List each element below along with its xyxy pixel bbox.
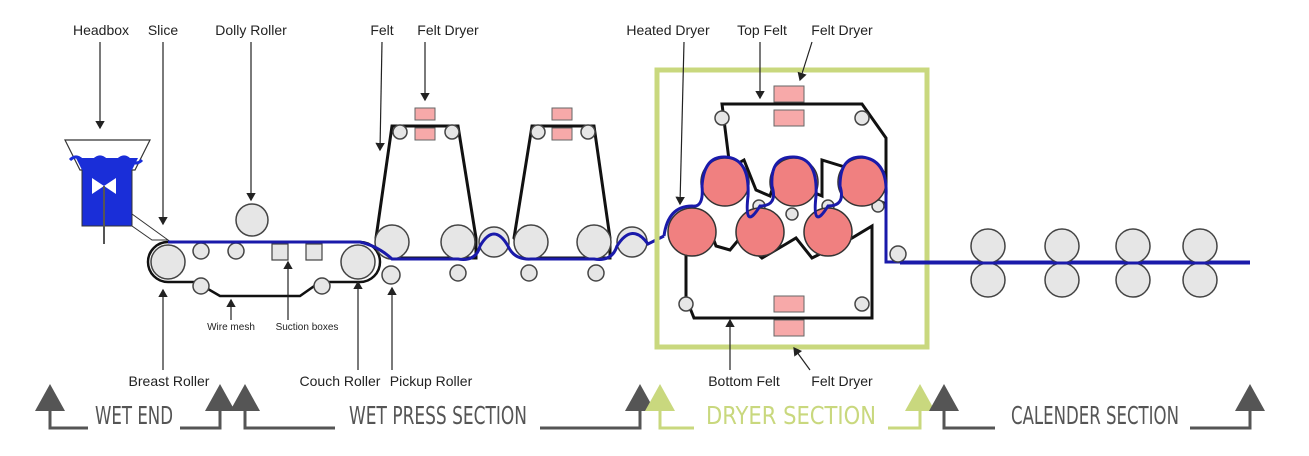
- label-bottom-felt: Bottom Felt: [708, 373, 780, 389]
- paper-sheet-dryer: [662, 155, 1250, 264]
- wet-press-group: [374, 107, 648, 282]
- felt-dryer-pad: [773, 85, 805, 103]
- bracket-wet-press-left: [230, 384, 335, 430]
- felt-roller: [580, 124, 596, 140]
- press-roller: [449, 264, 467, 282]
- section-dryer: DRYER SECTION: [706, 401, 876, 430]
- press-roller: [374, 224, 410, 260]
- dolly-roller: [235, 203, 269, 237]
- section-wet-end: WET END: [95, 401, 173, 430]
- section-calender: CALENDER SECTION: [1011, 401, 1179, 430]
- felt-dryer-pad: [414, 107, 436, 121]
- press-roller: [520, 264, 538, 282]
- felt-roller: [785, 207, 799, 221]
- bracket-wet-end-right: [180, 384, 235, 430]
- label-felt-dryer-1: Felt Dryer: [417, 22, 479, 38]
- suction-box: [305, 243, 323, 261]
- label-couch-roller: Couch Roller: [300, 373, 381, 389]
- felt-roller: [444, 124, 460, 140]
- calender-roller: [970, 228, 1006, 264]
- dryer-highlight-box: [654, 67, 930, 350]
- label-felt: Felt: [370, 22, 393, 38]
- paper-sheet: [168, 232, 665, 261]
- calender-roller: [1182, 262, 1218, 298]
- calender-roller: [1044, 228, 1080, 264]
- press-roller: [440, 224, 476, 260]
- suction-box: [271, 243, 289, 261]
- label-breast-roller: Breast Roller: [129, 373, 210, 389]
- press-roller: [576, 224, 612, 260]
- calender-group: [900, 228, 1250, 298]
- headbox: [64, 139, 151, 244]
- arrow-felt-dryer-2: [797, 41, 813, 82]
- felt-dryer-pad: [773, 319, 805, 337]
- press-roller: [513, 224, 549, 260]
- felt-roller: [854, 110, 870, 126]
- bracket-dryer-right: [888, 384, 935, 430]
- bracket-calender-right: [1190, 384, 1265, 430]
- exit-roller: [889, 245, 907, 263]
- label-headbox: Headbox: [73, 22, 129, 38]
- bracket-wet-end-left: [35, 384, 88, 430]
- arrow-felt-dryer-3: [793, 347, 811, 371]
- breast-roller: [150, 244, 186, 280]
- dryer-section-group: [662, 85, 1250, 337]
- wire-roller: [192, 242, 210, 260]
- bracket-wet-press-right: [540, 384, 655, 430]
- label-pickup-roller: Pickup Roller: [390, 373, 473, 389]
- label-top-felt: Top Felt: [737, 22, 787, 38]
- pickup-roller: [381, 265, 401, 285]
- felt-dryer-pad: [551, 107, 573, 121]
- label-dolly-roller: Dolly Roller: [215, 22, 287, 38]
- wire-mesh: [146, 240, 382, 298]
- wire-roller: [313, 277, 331, 295]
- felt-dryer-pad: [551, 127, 573, 141]
- wet-end-group: [64, 139, 401, 298]
- felt-roller: [854, 296, 870, 312]
- felt-dryer-pad: [773, 295, 805, 313]
- arrow-heated-dryer: [675, 41, 685, 206]
- label-felt-dryer-3: Felt Dryer: [811, 373, 873, 389]
- wire-roller: [227, 242, 245, 260]
- label-felt-dryer-2: Felt Dryer: [811, 22, 873, 38]
- slice: [131, 213, 170, 241]
- section-wet-press: WET PRESS SECTION: [349, 401, 527, 430]
- label-slice: Slice: [148, 22, 179, 38]
- calender-roller: [970, 262, 1006, 298]
- calender-roller: [1115, 228, 1151, 264]
- labels-group: Headbox Slice Dolly Roller Felt Felt Dry…: [73, 22, 873, 389]
- bracket-dryer-left: [645, 384, 694, 430]
- calender-roller: [1182, 228, 1218, 264]
- couch-roller: [340, 244, 376, 280]
- calender-roller: [1115, 262, 1151, 298]
- heated-dryer: [735, 207, 785, 257]
- arrow-felt: [375, 41, 385, 152]
- heated-dryer: [803, 207, 853, 257]
- label-heated-dryer: Heated Dryer: [626, 22, 710, 38]
- transfer-roller: [478, 226, 510, 258]
- wire-roller: [192, 277, 210, 295]
- felt-dryer-pad: [414, 127, 436, 141]
- felt-roller: [678, 296, 694, 312]
- press-roller: [587, 264, 605, 282]
- calender-roller: [1044, 262, 1080, 298]
- label-wire-mesh: Wire mesh: [207, 322, 255, 333]
- heated-dryer: [667, 207, 717, 257]
- section-brackets: WET END WET PRESS SECTION DRYER SECTION …: [35, 384, 1265, 430]
- felt-roller: [530, 124, 546, 140]
- bracket-calender-left: [929, 384, 995, 430]
- felt-roller: [392, 124, 408, 140]
- felt-dryer-pad: [773, 109, 805, 127]
- label-suction-boxes: Suction boxes: [276, 322, 339, 333]
- felt-roller: [714, 110, 730, 126]
